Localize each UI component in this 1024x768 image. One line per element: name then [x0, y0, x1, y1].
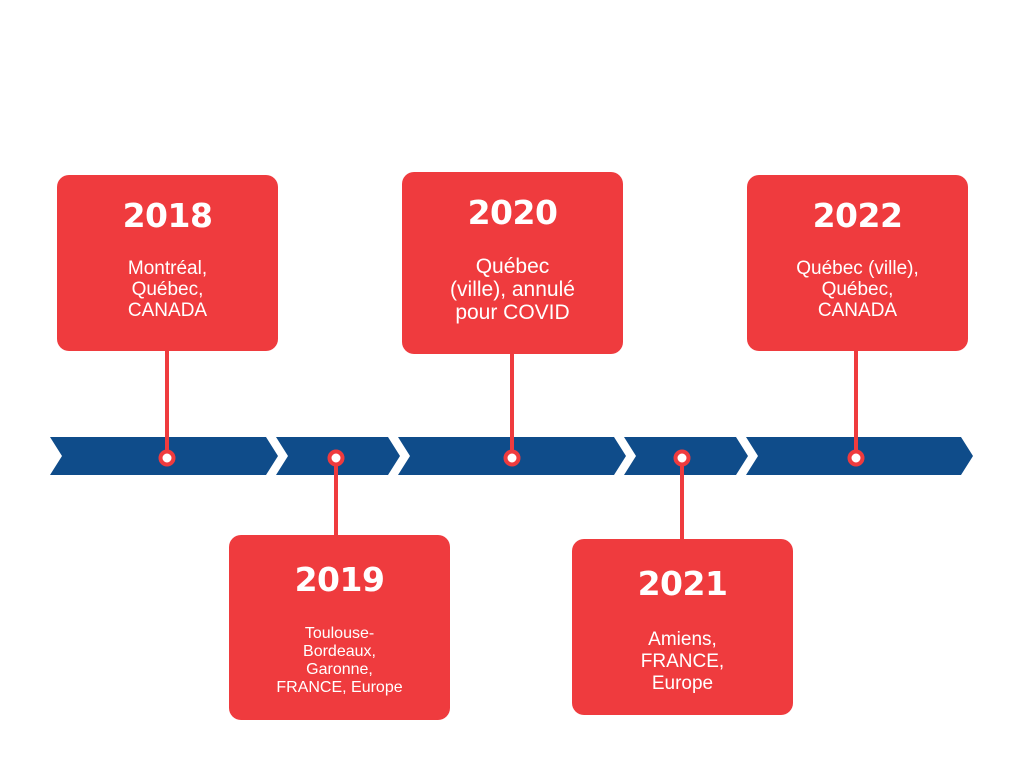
- event-location: Québec (ville), annulé pour COVID: [450, 255, 575, 324]
- event-card-2022: 2022 Québec (ville), Québec, CANADA: [747, 175, 968, 351]
- timeline-dot-2020: [503, 449, 521, 467]
- event-year: 2021: [637, 564, 728, 603]
- event-location: Toulouse- Bordeaux, Garonne, FRANCE, Eur…: [276, 625, 403, 696]
- event-card-2018: 2018 Montréal, Québec, CANADA: [57, 175, 278, 351]
- event-year: 2018: [122, 196, 213, 235]
- timeline-dot-2019: [327, 449, 345, 467]
- event-card-2020: 2020 Québec (ville), annulé pour COVID: [402, 172, 623, 354]
- timeline-dot-2022: [847, 449, 865, 467]
- event-location: Québec (ville), Québec, CANADA: [796, 258, 919, 321]
- event-year: 2019: [294, 560, 385, 599]
- event-year: 2020: [467, 193, 558, 232]
- event-card-2019: 2019 Toulouse- Bordeaux, Garonne, FRANCE…: [229, 535, 450, 720]
- event-card-2021: 2021 Amiens, FRANCE, Europe: [572, 539, 793, 715]
- event-location: Amiens, FRANCE, Europe: [640, 629, 725, 694]
- event-year: 2022: [812, 196, 903, 235]
- timeline-dot-2018: [158, 449, 176, 467]
- timeline-dot-2021: [673, 449, 691, 467]
- event-location: Montréal, Québec, CANADA: [127, 258, 208, 321]
